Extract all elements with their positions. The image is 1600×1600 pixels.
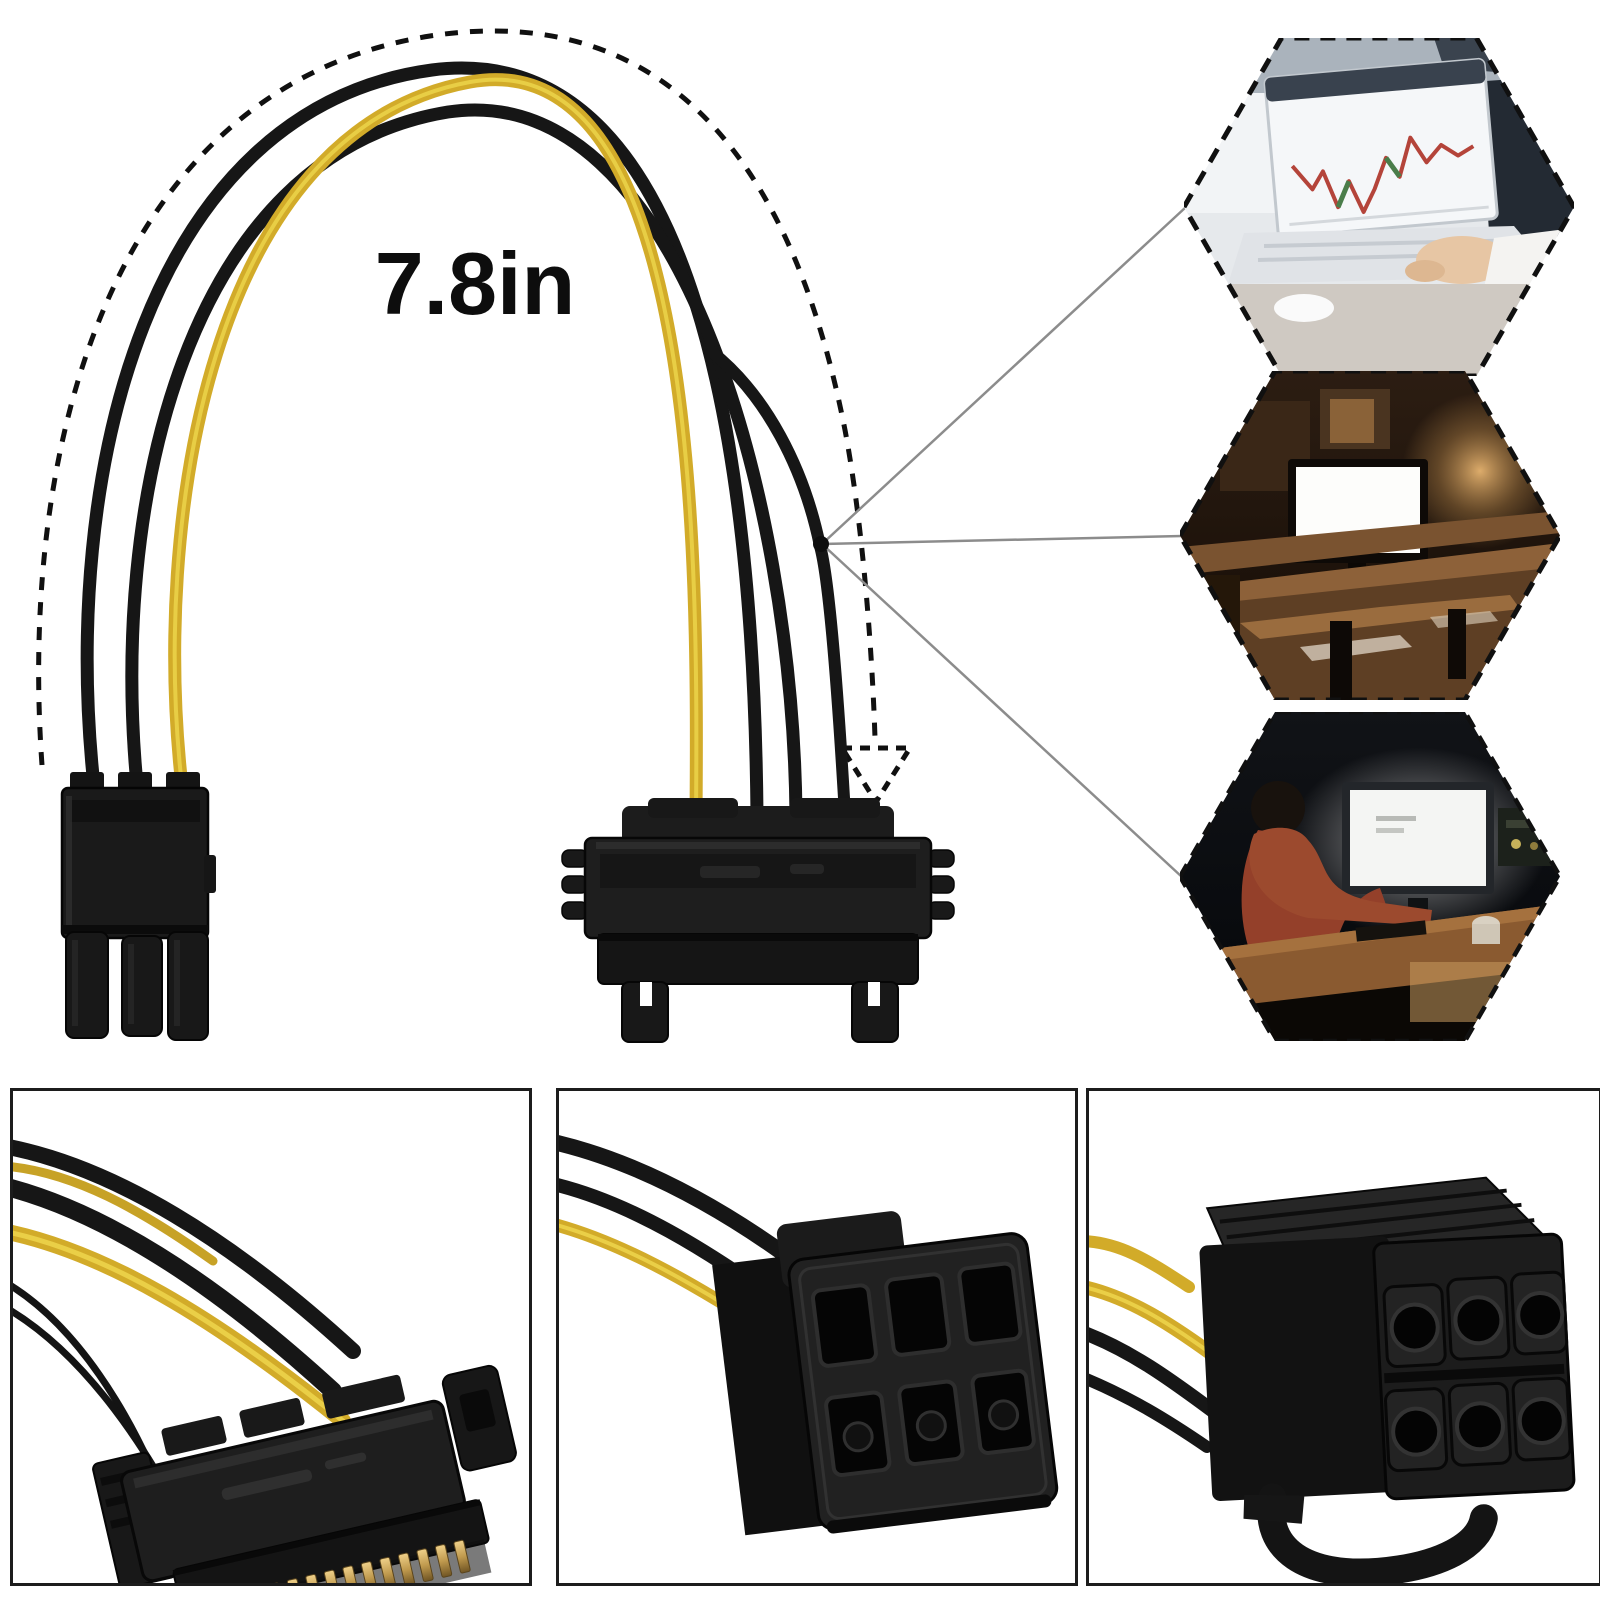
sata-power-connector [561, 798, 955, 1043]
pcie-6pin-sockets [810, 1261, 1036, 1477]
hexagon-wooden-desk-scene [1180, 371, 1560, 700]
cable-length-label: 7.8in [375, 234, 576, 333]
pcie-6pin-front-body [712, 1211, 1059, 1536]
person-at-desk-photo [1180, 712, 1560, 1041]
pcie-6pin-latch-body [1199, 1176, 1576, 1583]
pcie-6pin-connector-side [60, 772, 216, 1041]
pcie-6pin-front-closeup-panel [556, 1088, 1078, 1586]
pcie-6pin-round-sockets [1382, 1270, 1572, 1473]
callout-junction-dot [813, 536, 829, 552]
callout-lines [821, 206, 1187, 878]
pcie-6pin-connector-front-closeup [559, 1135, 1059, 1536]
pcie-6pin-latch-closeup-panel [1086, 1088, 1600, 1586]
callout-line-top [821, 206, 1187, 545]
hexagon-laptop-trading-scene [1184, 38, 1574, 376]
wooden-desk-photo [1180, 371, 1560, 700]
sata-connector-closeup-panel [10, 1088, 532, 1586]
wire-bundle [13, 1139, 361, 1565]
sata-plug-body [92, 1364, 517, 1583]
measurement-arc [36, 28, 915, 807]
cable-loop [80, 61, 851, 825]
sata-gold-pins [191, 1539, 492, 1583]
arrow-down-icon [837, 745, 915, 807]
latch-clip [1257, 1483, 1498, 1583]
sata-connector-closeup [13, 1139, 517, 1583]
pcie-6pin-connector-latch-closeup [1089, 1176, 1576, 1583]
laptop-trading-photo [1184, 38, 1574, 376]
callout-line-middle [821, 534, 1183, 546]
hexagon-person-at-desk-scene [1180, 712, 1560, 1041]
callout-line-bottom [821, 543, 1183, 878]
